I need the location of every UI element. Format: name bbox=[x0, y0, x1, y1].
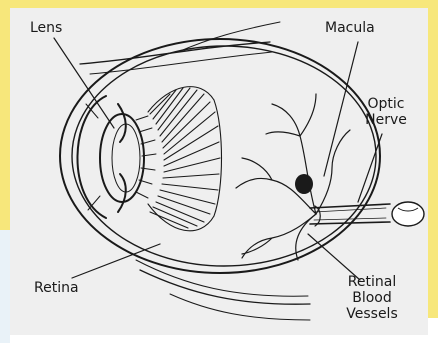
lens-shape bbox=[100, 114, 144, 202]
label-optic-nerve-line1: Optic bbox=[358, 96, 414, 112]
eyeball-outline bbox=[60, 39, 380, 273]
muscle-top bbox=[80, 42, 270, 64]
retinal-blood-vessels bbox=[236, 94, 350, 260]
macula-leader bbox=[324, 42, 358, 176]
macula-spot bbox=[295, 174, 313, 194]
label-optic-nerve-line2: Nerve bbox=[358, 112, 414, 128]
label-retina: Retina bbox=[34, 280, 79, 296]
label-vessels-line1: Retinal bbox=[340, 274, 404, 290]
eyeball-inner-wall bbox=[72, 46, 376, 266]
label-retinal-blood-vessels: Retinal Blood Vessels bbox=[340, 274, 404, 322]
iris bbox=[118, 104, 126, 142]
label-vessels-line3: Vessels bbox=[340, 306, 404, 322]
label-vessels-line2: Blood bbox=[340, 290, 404, 306]
cornea bbox=[77, 96, 106, 218]
label-macula: Macula bbox=[325, 20, 375, 36]
left-margin bbox=[0, 230, 10, 343]
optic-nerve-cut-end bbox=[392, 202, 424, 226]
muscle-bottom bbox=[140, 270, 310, 304]
label-lens: Lens bbox=[30, 20, 62, 36]
ciliary-body bbox=[148, 87, 222, 231]
label-optic-nerve: Optic Nerve bbox=[358, 96, 414, 128]
optic-nerve bbox=[310, 204, 390, 224]
